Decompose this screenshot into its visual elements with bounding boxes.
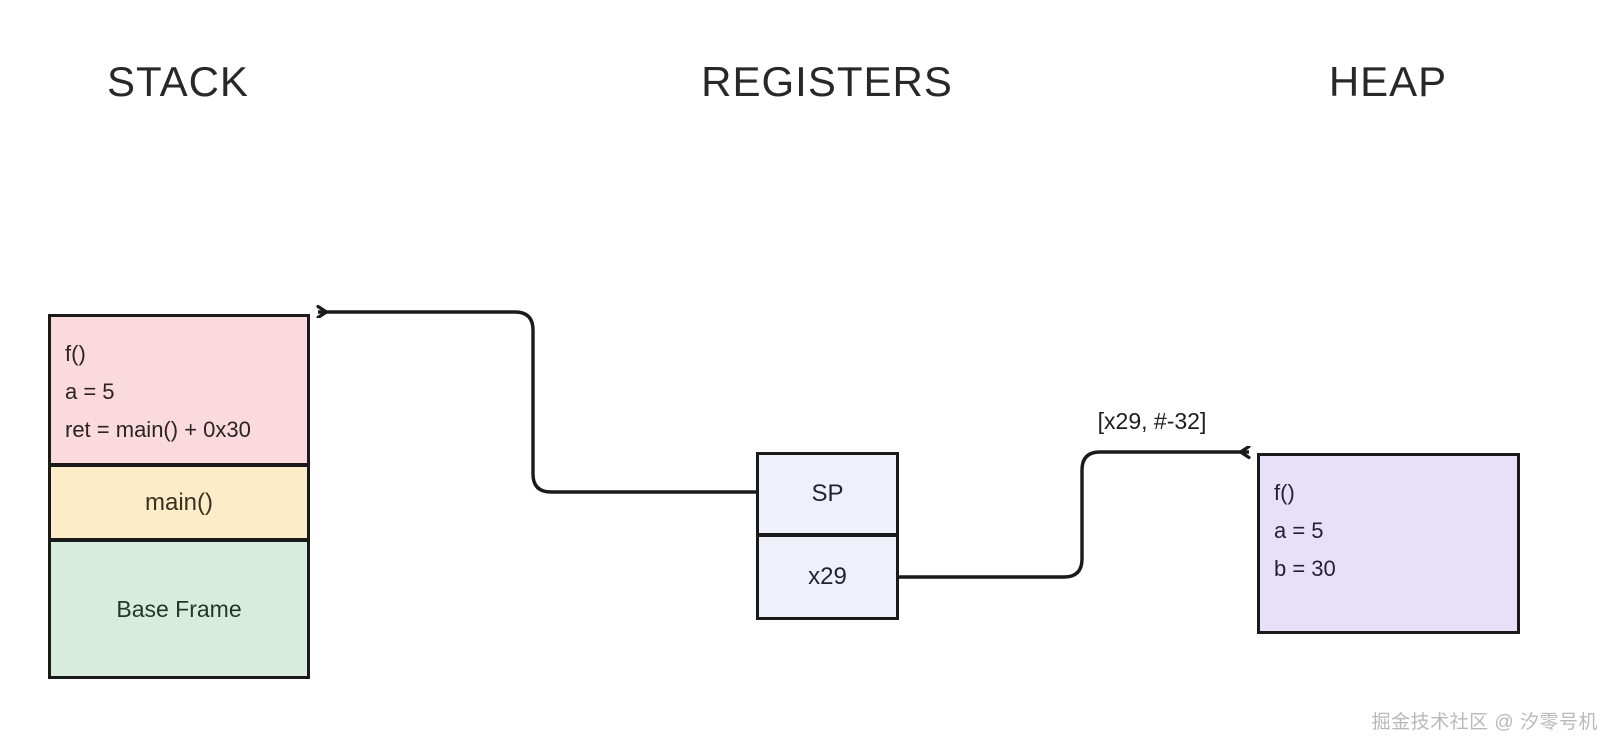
heap-block-line-1: f() xyxy=(1274,480,1295,505)
heap-block-f: f() a = 5 b = 30 xyxy=(1257,453,1520,634)
watermark: 掘金技术社区 @ 汐零号机 xyxy=(1371,712,1598,733)
stack-frame-main: main() xyxy=(48,464,310,541)
register-row-x29: x29 xyxy=(756,534,899,620)
column-title-registers: REGISTERS xyxy=(701,58,953,105)
stack-frame-f-line-1: f() xyxy=(65,341,86,366)
register-row-sp: SP xyxy=(756,452,899,536)
stack-frame-f-text: f() a = 5 ret = main() + 0x30 xyxy=(65,335,297,449)
register-sp-label: SP xyxy=(811,480,844,507)
arrow-x29-to-heap xyxy=(899,452,1249,579)
stack-frame-base: Base Frame xyxy=(48,539,310,679)
stack-frame-f-line-3: ret = main() + 0x30 xyxy=(65,417,251,442)
heap-block-line-2: a = 5 xyxy=(1274,518,1324,543)
column-title-heap: HEAP xyxy=(1328,58,1448,105)
arrow-label-x29-offset: [x29, #-32] xyxy=(1097,408,1207,434)
arrow-sp-to-stack xyxy=(318,312,756,494)
stack-frame-main-label: main() xyxy=(144,488,213,516)
stack-frame-f-line-2: a = 5 xyxy=(65,379,115,404)
stack-frame-f: f() a = 5 ret = main() + 0x30 xyxy=(48,314,310,466)
register-x29-label: x29 xyxy=(808,563,847,590)
column-title-stack: STACK xyxy=(107,58,249,105)
heap-block-text: f() a = 5 b = 30 xyxy=(1274,474,1507,588)
stack-frame-base-label: Base Frame xyxy=(116,595,242,622)
heap-block-line-3: b = 30 xyxy=(1274,556,1336,581)
